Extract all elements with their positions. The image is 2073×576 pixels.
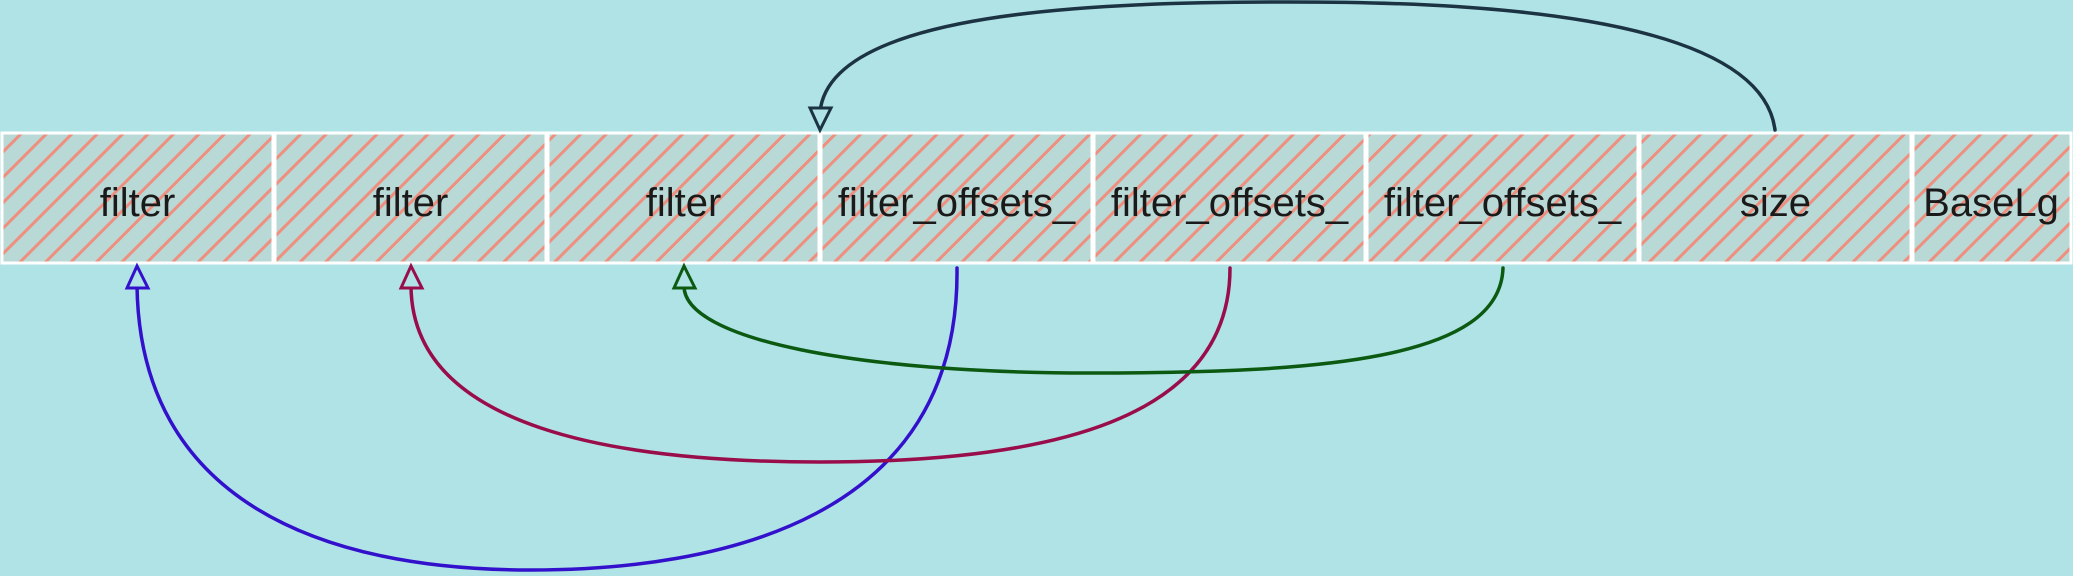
cell-0: filter — [0, 131, 275, 265]
arc-crimson — [409, 266, 1232, 464]
cell-7: BaseLg — [1911, 131, 2073, 265]
cell-7-label: BaseLg — [1923, 181, 2059, 225]
cell-4: filter_offsets_ — [1092, 131, 1367, 265]
arc-blue — [135, 266, 959, 572]
cell-1: filter — [273, 131, 548, 265]
cell-4-label: filter_offsets_ — [1111, 181, 1349, 225]
cell-3-box — [819, 131, 1094, 265]
cell-6-label: size — [1740, 181, 1811, 225]
cells-row: filter filter filter filter_offsets_ fil… — [0, 131, 2073, 265]
cell-0-label: filter — [100, 181, 176, 225]
cell-2: filter — [546, 131, 821, 265]
connection-offsets-0-to-filter-0 — [124, 262, 959, 572]
cell-0-box — [0, 131, 275, 265]
connection-offsets-2-to-filter-2 — [671, 262, 1505, 375]
arrowhead-up-icon — [671, 262, 698, 290]
cell-5-label: filter_offsets_ — [1384, 181, 1622, 225]
arc-green — [682, 266, 1505, 375]
cell-7-box — [1911, 131, 2073, 265]
cell-1-label: filter — [373, 181, 449, 225]
cell-3-label: filter_offsets_ — [838, 181, 1076, 225]
arrowhead-up-icon — [398, 262, 425, 290]
connections — [124, 0, 1777, 572]
cell-6-box — [1638, 131, 1913, 265]
arc-top — [818, 0, 1777, 132]
connection-offsets-1-to-filter-1 — [398, 262, 1232, 464]
cell-6: size — [1638, 131, 1913, 265]
cell-2-label: filter — [646, 181, 722, 225]
cell-1-box — [273, 131, 548, 265]
cell-4-box — [1092, 131, 1367, 265]
cell-5-box — [1365, 131, 1640, 265]
arrowhead-down-icon — [807, 106, 834, 134]
cell-5: filter_offsets_ — [1365, 131, 1640, 265]
connection-size-to-offsets — [807, 0, 1777, 134]
arrowhead-up-icon — [124, 262, 151, 290]
cell-3: filter_offsets_ — [819, 131, 1094, 265]
cell-2-box — [546, 131, 821, 265]
